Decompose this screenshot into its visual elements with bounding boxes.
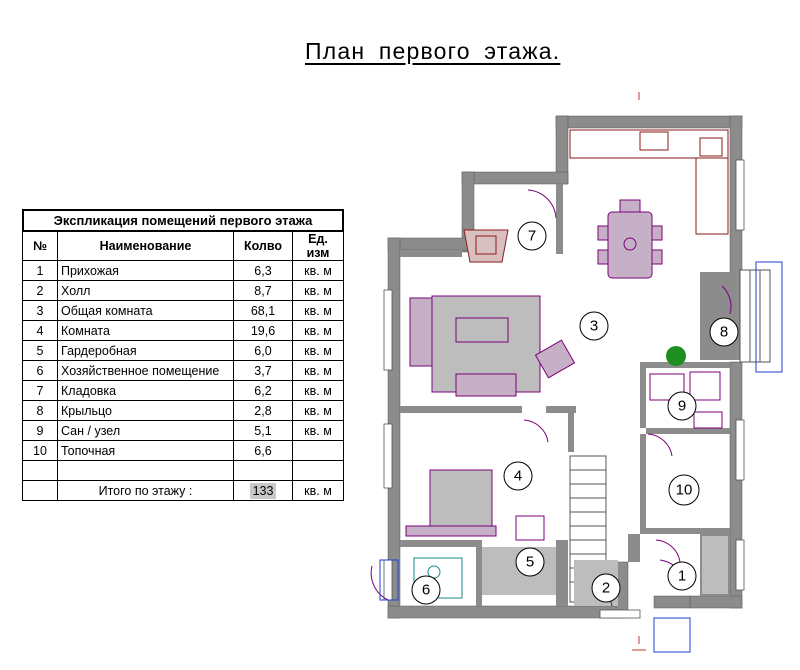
windows [383, 159, 745, 619]
table-row: 9 Сан / узел 5,1 кв. м [22, 420, 344, 441]
bedroom-furniture [405, 469, 545, 541]
porch-steps [739, 269, 771, 363]
vestibule-fill [702, 536, 728, 594]
rooms-table-caption: Экспликация помещений первого этажа [22, 209, 344, 231]
table-row: 10 Топочная 6,6 [22, 440, 344, 461]
row-number: 10 [22, 440, 58, 461]
row-name: Прихожая [57, 260, 234, 281]
row-area: 19,6 [233, 320, 293, 341]
header-number: № [22, 231, 58, 261]
plant-icon [666, 346, 686, 366]
total-value-cell: 133 [233, 480, 293, 501]
header-quantity: Колво [233, 231, 293, 261]
row-area: 8,7 [233, 280, 293, 301]
room-marker-6 [411, 575, 441, 605]
total-label: Итого по этажу : [57, 480, 234, 501]
row-area: 6,2 [233, 380, 293, 401]
total-unit: кв. м [292, 480, 344, 501]
room-label-6: 6 [422, 582, 430, 599]
room-marker-3 [579, 311, 609, 341]
living-room-furniture [409, 295, 576, 397]
room-marker-9 [667, 391, 697, 421]
table-row: 7 Кладовка 6,2 кв. м [22, 380, 344, 401]
row-name: Крыльцо [57, 400, 234, 421]
row-name: Кладовка [57, 380, 234, 401]
row-area: 68,1 [233, 300, 293, 321]
room-label-1: 1 [678, 568, 686, 585]
row-name: Топочная [57, 440, 234, 461]
room-label-8: 8 [720, 324, 728, 341]
room-label-4: 4 [514, 468, 522, 485]
kitchen-counters [569, 129, 729, 235]
plan-title: План первого этажа. [305, 38, 561, 64]
header-unit: Ед. изм [292, 231, 344, 261]
bathroom-fixtures [649, 371, 723, 429]
table-row: 4 Комната 19,6 кв. м [22, 320, 344, 341]
exterior-frames [379, 261, 783, 653]
fireplace [463, 229, 509, 263]
dining-set [597, 199, 663, 279]
room-label-10: 10 [676, 482, 693, 499]
table-row: 5 Гардеробная 6,0 кв. м [22, 340, 344, 361]
room-marker-7 [517, 221, 547, 251]
axis-ticks [632, 92, 646, 651]
room-marker-1 [667, 561, 697, 591]
row-area: 6,3 [233, 260, 293, 281]
room-marker-2 [591, 573, 621, 603]
row-name: Холл [57, 280, 234, 301]
room-label-5: 5 [526, 554, 534, 571]
total-value: 133 [249, 482, 277, 499]
room-label-7: 7 [528, 228, 536, 245]
row-unit: кв. м [292, 380, 344, 401]
table-row: 3 Общая комната 68,1 кв. м [22, 300, 344, 321]
row-unit: кв. м [292, 280, 344, 301]
room-label-3: 3 [590, 318, 598, 335]
table-row-empty [22, 460, 344, 481]
room-marker-10 [668, 474, 700, 506]
row-unit: кв. м [292, 320, 344, 341]
rooms-table: Экспликация помещений первого этажа № На… [22, 209, 344, 501]
row-unit: кв. м [292, 300, 344, 321]
table-row: 1 Прихожая 6,3 кв. м [22, 260, 344, 281]
table-row-total: Итого по этажу : 133 кв. м [22, 480, 344, 501]
row-name: Гардеробная [57, 340, 234, 361]
rooms-table-header: № Наименование Колво Ед. изм [22, 231, 344, 261]
room-label-9: 9 [678, 398, 686, 415]
room-marker-8 [709, 317, 739, 347]
room-marker-5 [515, 547, 545, 577]
table-row: 8 Крыльцо 2,8 кв. м [22, 400, 344, 421]
row-unit: кв. м [292, 400, 344, 421]
room-label-2: 2 [602, 580, 610, 597]
room-labels: 1 2 3 4 5 6 7 8 9 10 [411, 221, 739, 605]
room-marker-4 [503, 461, 533, 491]
table-row: 2 Холл 8,7 кв. м [22, 280, 344, 301]
